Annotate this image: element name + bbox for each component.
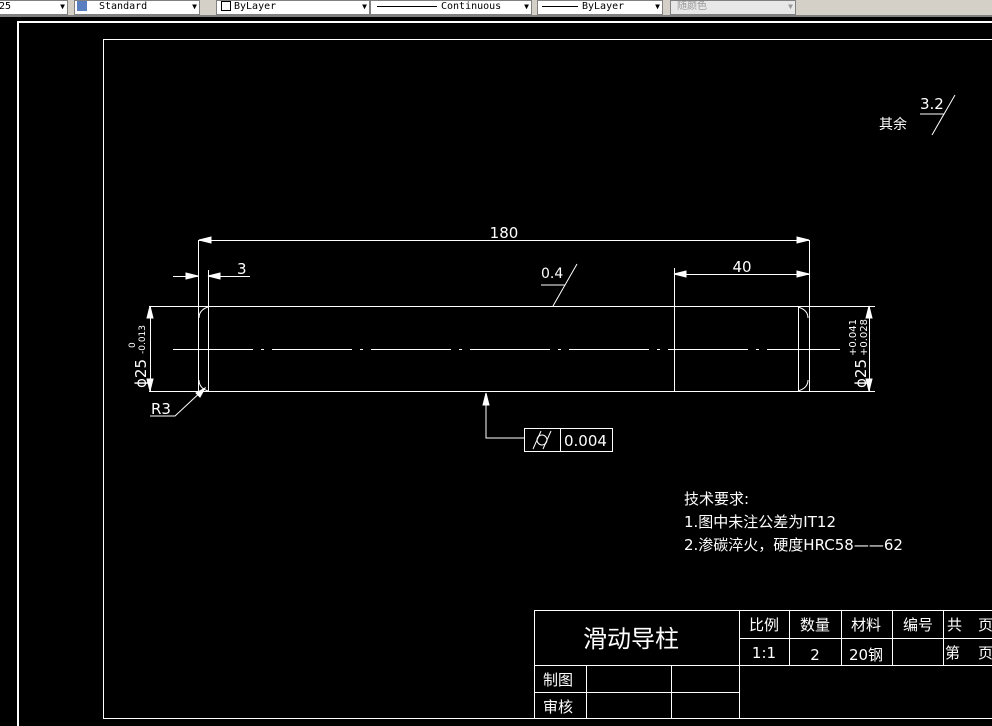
tolerance-value: 0.004 xyxy=(564,432,607,450)
linetype-value: Continuous xyxy=(441,1,502,12)
dim-180: 180 xyxy=(490,224,519,242)
layer-value: ByLayer xyxy=(234,1,277,12)
svg-text:ϕ25: ϕ25 xyxy=(852,359,870,388)
notes-line-1: 1.图中未注公差为IT12 xyxy=(684,513,836,531)
arrow-icon xyxy=(185,272,221,280)
lineweight-select[interactable]: ByLayer ▼ xyxy=(537,0,663,15)
arrow-icon xyxy=(146,305,154,392)
chevron-down-icon: ▼ xyxy=(192,2,197,11)
dim-right-diameter: ϕ25 +0.041 +0.028 xyxy=(848,319,870,388)
drawing-canvas[interactable]: 其余 3.2 180 3 40 0.4 ϕ25 -0.013 0 ϕ25 +0.… xyxy=(0,17,992,726)
tolerance-value-box xyxy=(560,428,613,452)
dim-3: 3 xyxy=(237,260,247,278)
tolerance-leader xyxy=(485,395,524,439)
textstyle-value: Standard xyxy=(99,1,148,12)
svg-text:+0.028: +0.028 xyxy=(859,319,870,356)
roughness-value: 0.4 xyxy=(541,266,563,282)
checked-by-label: 审核 xyxy=(543,698,573,716)
value-pages: 页 xyxy=(978,644,992,662)
chevron-down-icon: ▼ xyxy=(362,2,367,11)
tolerance-symbol-box xyxy=(524,428,561,452)
arrow-icon xyxy=(673,270,810,278)
notes-line-2: 2.渗碳淬火，硬度HRC58——62 xyxy=(684,536,903,554)
dimstyle-select[interactable]: 25 ▼ xyxy=(0,0,68,15)
notes-title: 技术要求: xyxy=(684,490,749,508)
dim-40: 40 xyxy=(732,258,751,276)
svg-text:ϕ25: ϕ25 xyxy=(132,359,150,388)
drawn-by-label: 制图 xyxy=(543,671,573,689)
arrow-icon xyxy=(865,305,873,392)
outer-frame xyxy=(17,21,992,726)
value-quantity: 2 xyxy=(810,646,820,664)
chevron-down-icon: ▼ xyxy=(655,2,660,11)
value-material: 20钢 xyxy=(849,646,883,664)
svg-text:0: 0 xyxy=(128,342,138,348)
header-scale: 比例 xyxy=(749,616,779,634)
textstyle-icon xyxy=(77,1,87,11)
header-pages: 页 xyxy=(978,616,992,634)
roughness-symbol-icon xyxy=(541,263,578,307)
plotstyle-value: 随颜色 xyxy=(677,1,707,12)
value-scale: 1:1 xyxy=(752,644,776,662)
cylindricity-icon xyxy=(532,430,552,450)
chevron-down-icon: ▼ xyxy=(60,2,65,11)
radius-label: R3 xyxy=(151,400,171,418)
roughness-symbol-icon xyxy=(920,94,956,136)
header-number: 编号 xyxy=(903,616,933,634)
shaft-outline xyxy=(149,240,875,392)
dim-left-diameter: ϕ25 -0.013 0 xyxy=(128,325,150,388)
value-sheet: 第 xyxy=(945,644,960,662)
layer-color-select[interactable]: ByLayer ▼ xyxy=(216,0,370,15)
arrow-icon xyxy=(198,236,810,244)
arrow-icon xyxy=(482,392,490,406)
part-name: 滑动导柱 xyxy=(583,625,679,653)
svg-text:-0.013: -0.013 xyxy=(138,325,148,354)
chevron-down-icon: ▼ xyxy=(524,2,529,11)
svg-text:+0.041: +0.041 xyxy=(848,319,859,356)
arrow-icon xyxy=(195,386,207,398)
header-material: 材料 xyxy=(851,616,881,634)
dimstyle-value: 25 xyxy=(0,1,12,12)
header-total: 共 xyxy=(947,616,962,634)
properties-toolbar: 25 ▼ Standard ▼ ByLayer ▼ Continuous ▼ ByLay… xyxy=(0,0,992,17)
chevron-down-icon: ▼ xyxy=(788,2,793,11)
header-quantity: 数量 xyxy=(800,616,830,634)
lineweight-value: ByLayer xyxy=(582,1,625,12)
color-swatch-icon xyxy=(221,1,231,11)
title-block xyxy=(534,610,992,719)
textstyle-select[interactable]: Standard ▼ xyxy=(74,0,200,15)
plotstyle-select[interactable]: 随颜色 ▼ xyxy=(670,0,796,15)
radius-leader xyxy=(150,387,206,417)
roughness-other-value: 3.2 xyxy=(920,95,944,113)
roughness-other-label: 其余 xyxy=(879,116,907,133)
linetype-select[interactable]: Continuous ▼ xyxy=(370,0,532,15)
